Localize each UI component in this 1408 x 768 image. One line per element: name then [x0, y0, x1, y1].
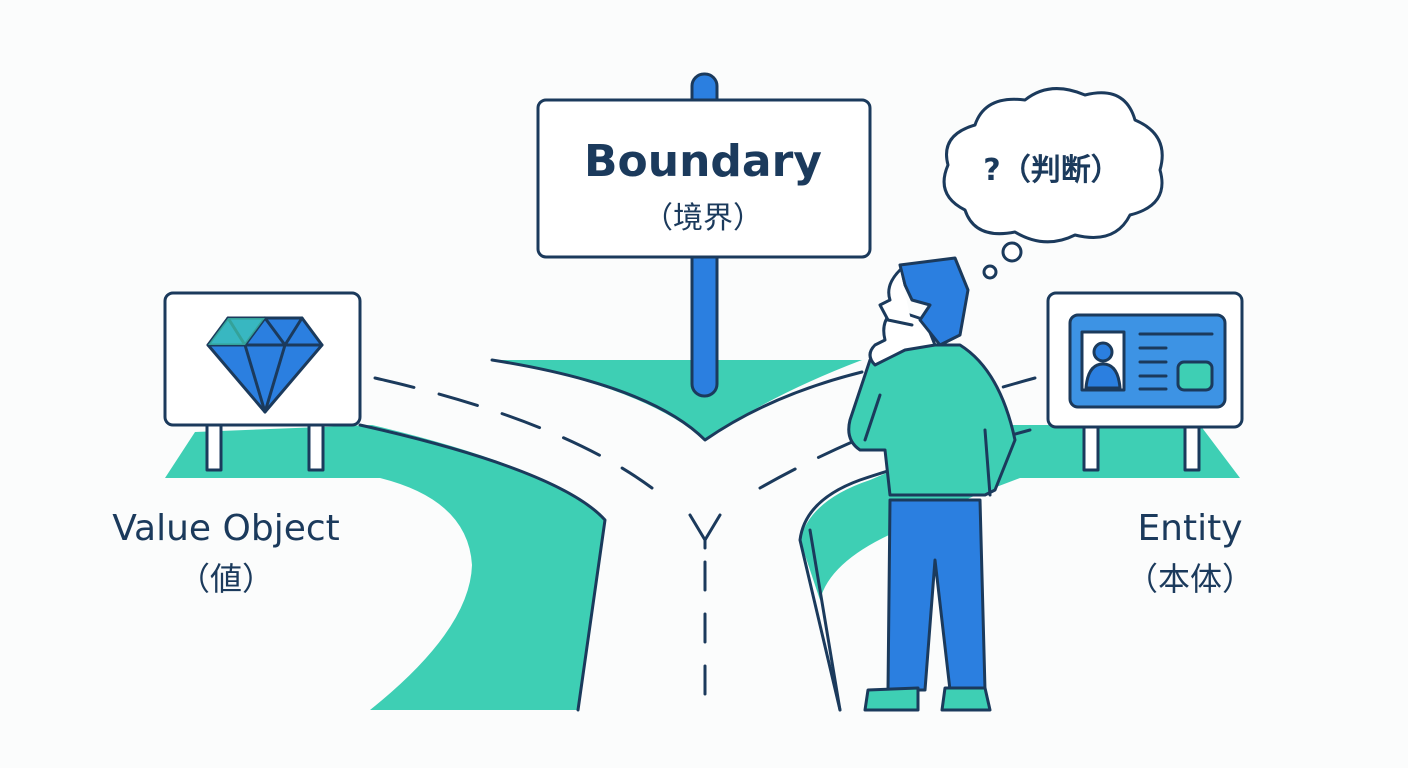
- left-sign-leg: [307, 418, 325, 472]
- entity-label: Entity: [1137, 508, 1242, 549]
- thought-dot: [982, 264, 998, 280]
- thought-dot: [1001, 241, 1023, 263]
- value-object-label: Value Object: [112, 508, 340, 549]
- thought-bubble: [942, 87, 1164, 244]
- right-sign-leg: [1183, 420, 1201, 472]
- entity-sublabel: （本体）: [1126, 560, 1254, 598]
- person-figure: [808, 256, 1017, 712]
- thought-text: ?（判断）: [983, 153, 1120, 188]
- boundary-sign-board: [536, 98, 872, 259]
- diamond-icon: [206, 316, 324, 414]
- fork-mark: [688, 513, 722, 550]
- road-edge-left: [358, 423, 607, 712]
- boundary-subtitle: （境界）: [643, 201, 763, 236]
- left-path-ground: [165, 425, 605, 710]
- road-dashes-left: [373, 376, 654, 490]
- id-card-icon: [1068, 313, 1227, 409]
- value-object-sublabel: （値）: [178, 560, 274, 598]
- left-sign-leg: [205, 418, 223, 472]
- road-edge-center: [490, 358, 864, 442]
- center-ground: [492, 360, 862, 440]
- right-sign-leg: [1082, 420, 1100, 472]
- boundary-title: Boundary: [584, 136, 822, 187]
